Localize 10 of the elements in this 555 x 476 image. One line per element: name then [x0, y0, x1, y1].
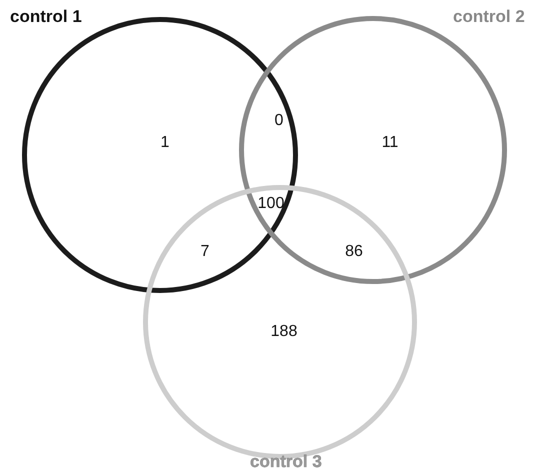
set-label: control 2 — [453, 7, 525, 27]
set-label: control 3 — [250, 452, 322, 472]
count-label: 11 — [382, 134, 398, 152]
count-label: 0 — [274, 112, 284, 130]
count-label: 1 — [160, 134, 170, 152]
set-label: control 1 — [10, 7, 82, 27]
count-label: 100 — [258, 195, 284, 213]
count-label: 188 — [270, 323, 298, 341]
count-label: 86 — [345, 243, 363, 261]
count-label: 7 — [200, 243, 210, 261]
